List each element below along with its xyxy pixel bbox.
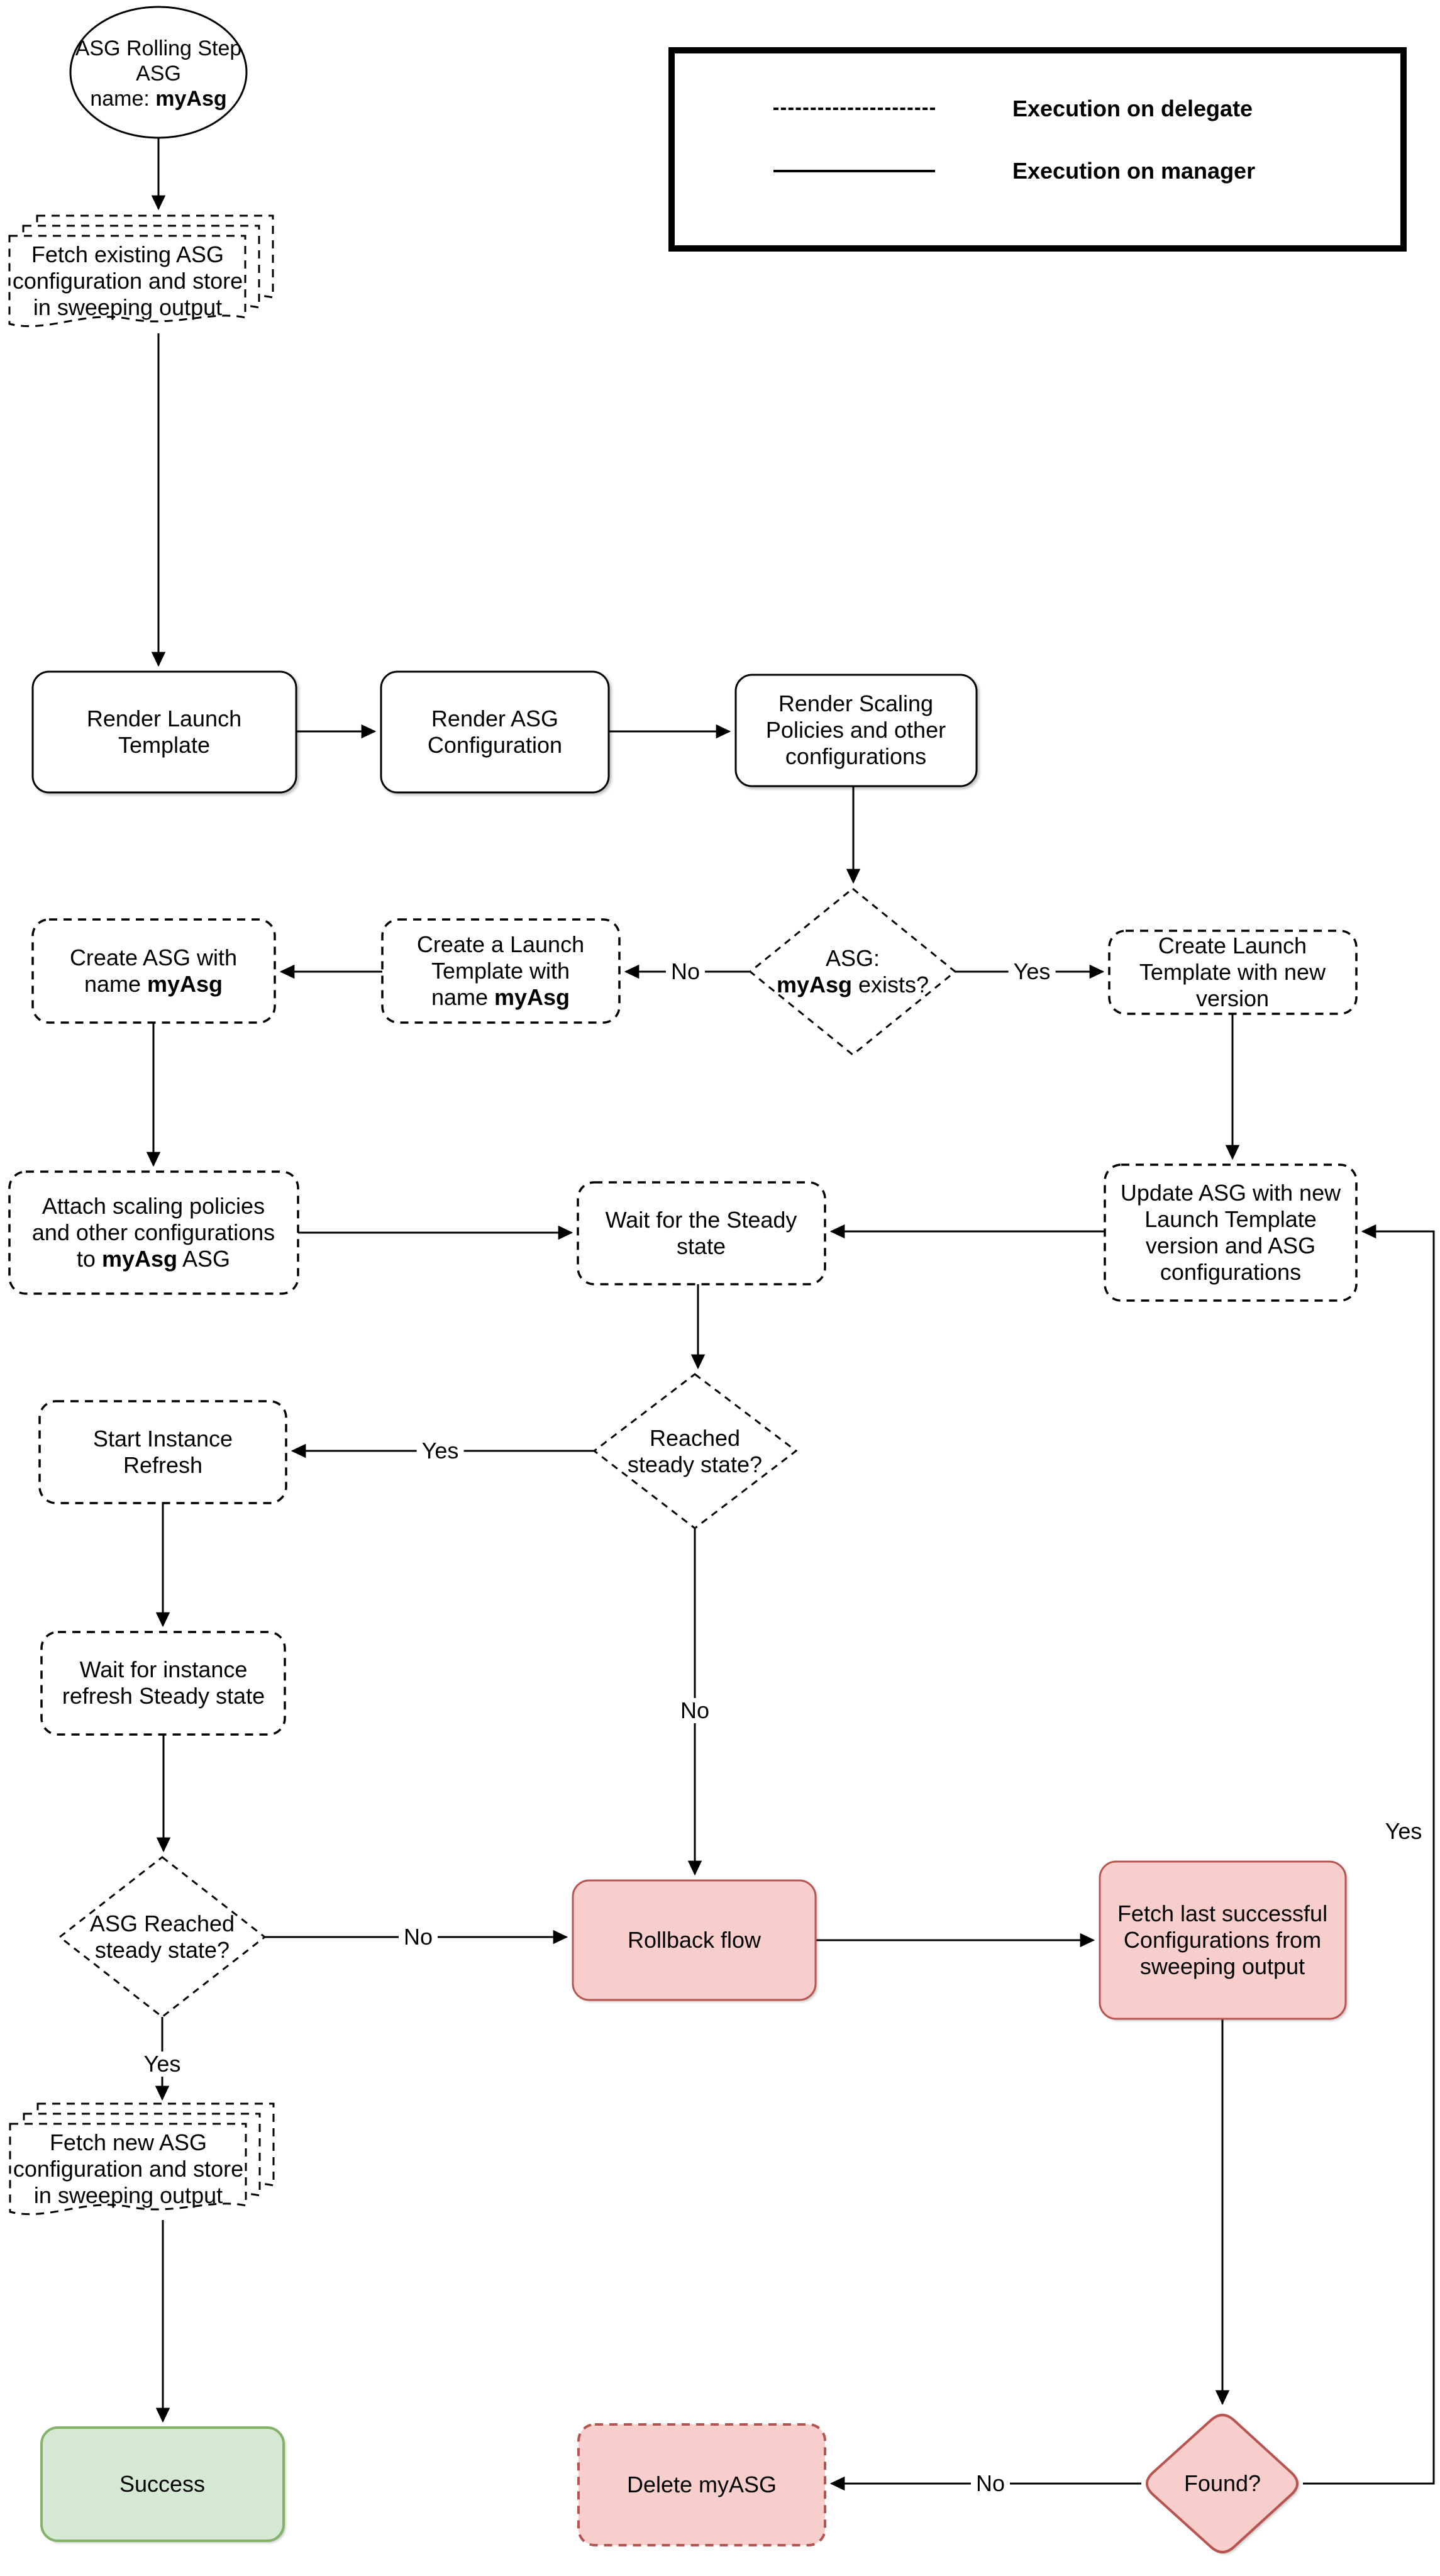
legend-row-delegate: Execution on delegate <box>773 96 1253 122</box>
start-line2: ASG <box>136 62 181 86</box>
node-attach-policies-label: Attach scaling policies and other config… <box>31 1193 275 1272</box>
node-render-scaling-label: Render Scaling Policies and other config… <box>765 691 946 769</box>
node-success-shape <box>42 2428 284 2541</box>
node-rollback-shape <box>573 1880 816 2000</box>
node-asg-exists-label: ASG: myAsg exists? <box>776 945 929 997</box>
node-fetch-new-shape <box>9 2102 275 2216</box>
node-start-shape <box>69 6 248 139</box>
node-found-shape <box>1147 2415 1297 2552</box>
node-fetch-last-label: Fetch last successful Configurations fro… <box>1117 1901 1328 1979</box>
node-render-scaling-shape <box>734 674 978 787</box>
node-update-asg-shape <box>1104 1163 1358 1302</box>
edge-label-reached-yes: Yes <box>416 1438 464 1463</box>
node-create-launch-template-label: Create a Launch Template with name myAsg <box>416 931 585 1010</box>
fetch-existing-page-front <box>8 235 246 328</box>
node-create-asg-label: Create ASG with name myAsg <box>69 945 238 997</box>
edges <box>146 138 1435 2491</box>
node-delete-myasg-label: Delete myASG <box>626 2472 777 2497</box>
dashed-line-sample <box>773 108 935 110</box>
node-start-instance-refresh-label: Start Instance Refresh <box>92 1426 233 1478</box>
fetch-new-page-front <box>9 2123 247 2216</box>
node-fetch-last-border <box>1099 1860 1347 2020</box>
node-fetch-existing-label: Fetch existing ASG configuration and sto… <box>12 242 243 320</box>
node-delete-myasg-fill <box>579 2424 825 2545</box>
node-delete-myasg-border <box>577 2423 826 2546</box>
node-create-launch-template-shape <box>381 918 621 1024</box>
node-wait-steady-shape <box>577 1181 826 1285</box>
start-line1: ASG Rolling Step <box>75 36 242 60</box>
node-wait-instance-refresh-label: Wait for instance refresh Steady state <box>62 1657 265 1709</box>
node-render-launch-shape <box>31 670 297 794</box>
node-rollback-border <box>572 1879 817 2001</box>
node-update-asg-label: Update ASG with new Launch Template vers… <box>1120 1180 1341 1285</box>
node-found-border <box>1146 2414 1299 2553</box>
edge-label-asg-exists-no: No <box>665 959 706 984</box>
solid-line-sample <box>773 170 935 172</box>
node-wait-instance-refresh-shape <box>40 1631 286 1736</box>
legend-box: Execution on delegate Execution on manag… <box>668 47 1407 252</box>
node-rollback-label: Rollback flow <box>627 1927 762 1953</box>
node-create-asg-shape <box>31 918 276 1024</box>
legend-manager-label: Execution on manager <box>1012 158 1256 184</box>
node-wait-steady-label: Wait for the Steady state <box>605 1207 797 1259</box>
start-line3: name: myAsg <box>90 87 227 111</box>
edge-label-reached-no: No <box>675 1698 715 1723</box>
edge-label-found-yes: Yes <box>1385 1818 1422 1844</box>
node-create-lt-new-version-label: Create Launch Template with new version <box>1139 933 1326 1011</box>
node-success-label: Success <box>119 2471 206 2497</box>
node-start-label: ASG Rolling Step ASG name: myAsg <box>75 36 242 111</box>
node-render-asg-shape <box>380 670 610 794</box>
edge-label-asg-reached-no: No <box>398 1924 438 1950</box>
node-fetch-existing-shape <box>8 214 274 328</box>
legend-row-manager: Execution on manager <box>773 158 1255 184</box>
node-fetch-new-label: Fetch new ASG configuration and store in… <box>13 2129 244 2208</box>
node-attach-policies-shape <box>8 1170 299 1295</box>
node-fetch-last-shape <box>1100 1862 1346 2019</box>
node-reached-steady-label: Reached steady state? <box>627 1425 763 1477</box>
edge-label-asg-reached-yes: Yes <box>138 2051 186 2077</box>
node-success-border <box>40 2426 285 2542</box>
node-asg-exists-shape <box>748 887 957 1056</box>
edge-label-asg-exists-yes: Yes <box>1008 959 1056 984</box>
node-asg-reached-steady-shape <box>58 1856 267 2018</box>
node-found-label: Found? <box>1183 2470 1261 2496</box>
node-create-lt-new-version-shape <box>1108 930 1358 1015</box>
node-render-launch-label: Render Launch Template <box>86 706 242 758</box>
node-render-asg-label: Render ASG Configuration <box>427 706 563 758</box>
node-start-instance-refresh-shape <box>38 1400 287 1504</box>
edge-label-found-no: No <box>970 2471 1011 2496</box>
edge-found-yes <box>1303 1224 1435 2485</box>
node-asg-reached-steady-label: ASG Reached steady state? <box>89 1911 235 1963</box>
node-reached-steady-shape <box>592 1373 798 1530</box>
legend-delegate-label: Execution on delegate <box>1012 96 1253 121</box>
